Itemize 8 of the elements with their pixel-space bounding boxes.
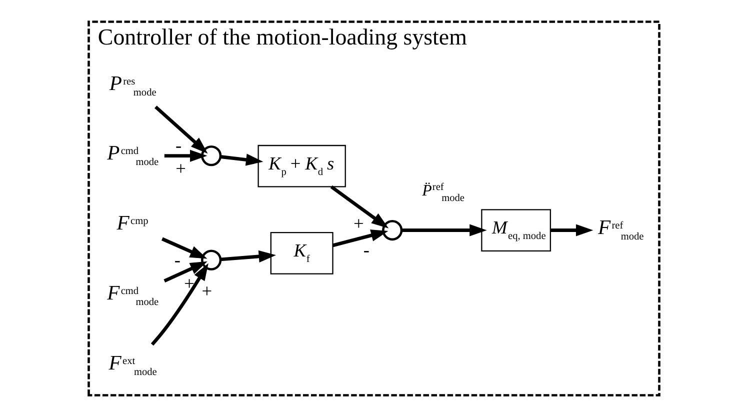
edge-label: +: [176, 158, 186, 179]
edge-label: -: [174, 250, 180, 270]
edge-label: +: [184, 274, 194, 294]
node-text: F$^{cmp}$: [116, 212, 148, 235]
edge-label: -: [175, 136, 182, 156]
edge-label: +: [353, 213, 364, 234]
edge-label: +: [202, 281, 212, 302]
edge-label: -: [363, 240, 370, 260]
